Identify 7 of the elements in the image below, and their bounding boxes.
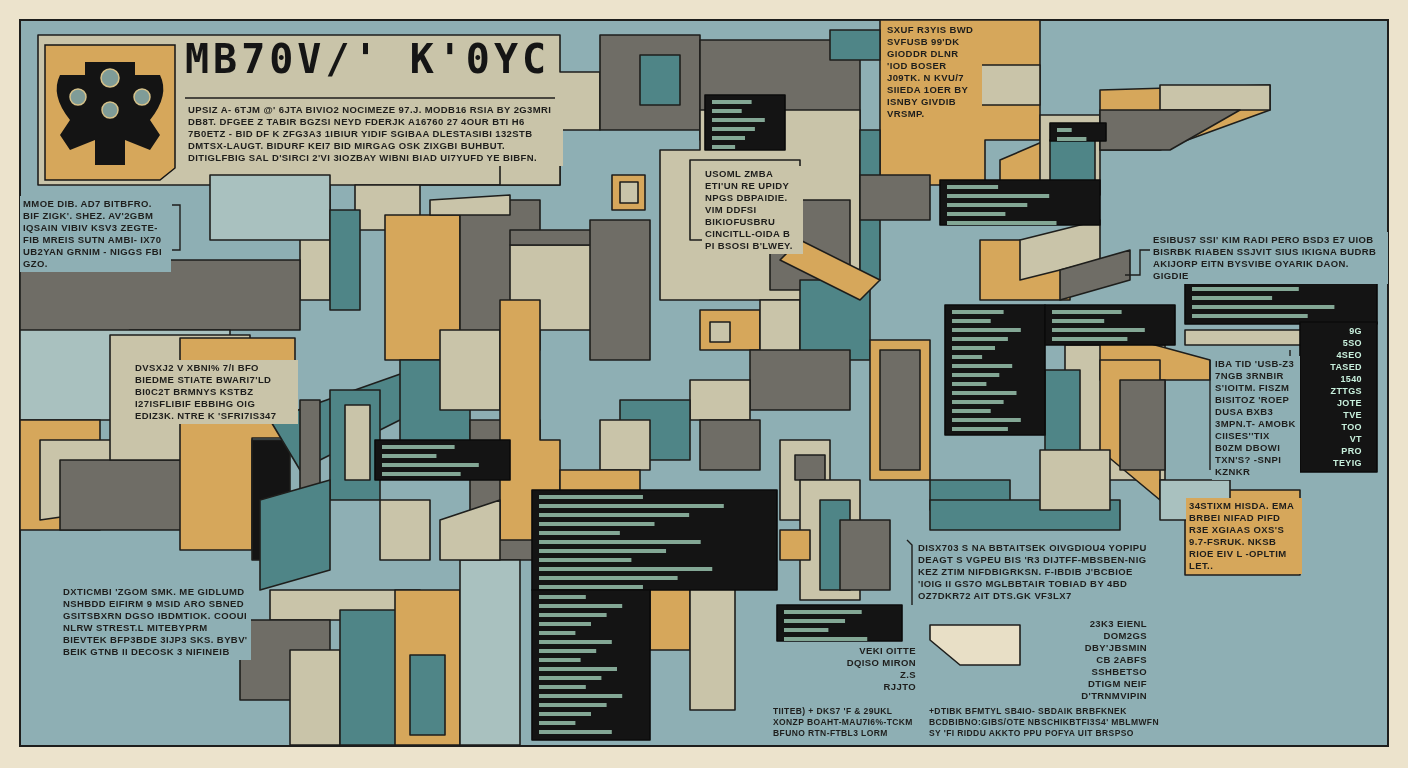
panel-text: USOML ZMBA ETI'UN RE UPIDY NPGS DBPAIDIE. VIM DDFSI BIKIOFUSBRU CINCITLL-OIDA B PI BSOSI B'LWEY.: [702, 166, 803, 254]
panel-text: DVSXJ2 V XBNI% 7/I BFO BIEDME STIATE BWARI7'LD BI0C2T BRMNYS KSTBZ I27ISFLIBIF EBBIHG OIG EDIZ3K. NTRE K 'SFRI7IS347: [132, 360, 298, 424]
poster-title: MB70V/' K'0YC: [185, 36, 551, 82]
side-note: MMOE DIB. AD7 BITBFRO. BIF ZIGK'. SHEZ. AV'2GBM IQSAIN VIBIV KSV3 ZEGTE-FIB MREIS SUTN AMBI- IX70 UB2YAN GRNIM - NIGGS FBI GZO.: [20, 196, 171, 272]
panel-text: 34STIXM HISDA. EMA BRBEI NIFAD PIFD R3E XGIAAS OXS'S 9.7-FSRUK. NKSB RIOE EIV L -OPLTIM LET..: [1186, 498, 1302, 574]
side-note: IBA TID 'USB-Z3 7NGB 3RNBIR S'IOITM. FISZM BISITOZ 'ROEP DUSA BXB3 3MPN.T- AMOBK CIISES''TIX B0ZM DBOWI TXN'S? -SNPI KZNKR: [1212, 356, 1300, 480]
caption-text: ESIBUS7 SSI' KIM RADI PERO BSD3 E7 UIOB BISRBK RIABEN SSJVIT SIUS IKIGNA BUDRB AKIJORP EITN BYSVIBE OYARIK DAON. GIGDIE: [1150, 232, 1388, 284]
